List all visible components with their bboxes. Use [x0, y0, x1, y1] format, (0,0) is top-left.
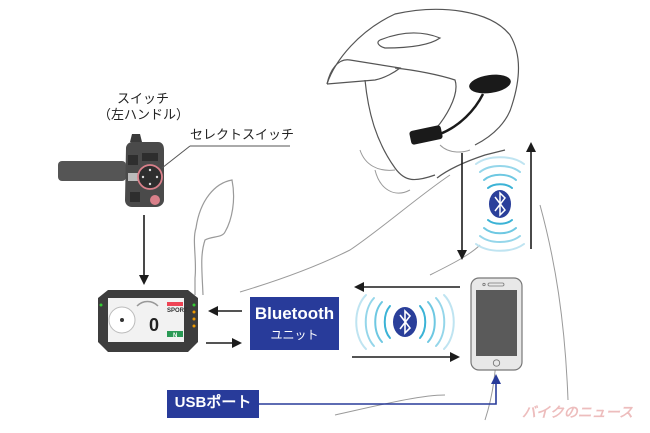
usb-port-box: USBポート — [167, 390, 259, 418]
select-switch-label: セレクトスイッチ — [190, 128, 295, 143]
bluetooth-waves-vertical — [475, 156, 525, 252]
switch-label-line2: （左ハンドル） — [98, 108, 190, 123]
meter-gear: N — [173, 333, 177, 339]
rider-outline — [239, 144, 569, 421]
switch-label-line1: スイッチ — [116, 92, 169, 107]
meter-speed: 0 — [149, 315, 159, 335]
meter-mode: SPORT — [167, 308, 188, 314]
bluetooth-unit-title: Bluetooth — [254, 304, 335, 323]
usb-cable-line — [258, 374, 501, 405]
mirror-icon — [193, 179, 235, 296]
bluetooth-unit-box: Bluetooth ユニット — [250, 297, 339, 350]
smartphone-icon — [470, 277, 523, 371]
watermark-logo: バイクのニュース — [522, 405, 634, 421]
bluetooth-icon — [393, 307, 417, 337]
tft-meter-icon — [98, 290, 198, 352]
handlebar-switch-icon — [58, 134, 290, 207]
bluetooth-icon — [489, 190, 511, 218]
select-switch-ring — [137, 164, 163, 190]
bluetooth-unit-subtitle: ユニット — [270, 328, 319, 342]
switch-label: スイッチ （左ハンドル） — [98, 92, 190, 124]
intercom-headset-icon — [409, 74, 511, 145]
helmet-icon — [326, 8, 520, 181]
bluetooth-waves-horizontal — [355, 294, 455, 350]
